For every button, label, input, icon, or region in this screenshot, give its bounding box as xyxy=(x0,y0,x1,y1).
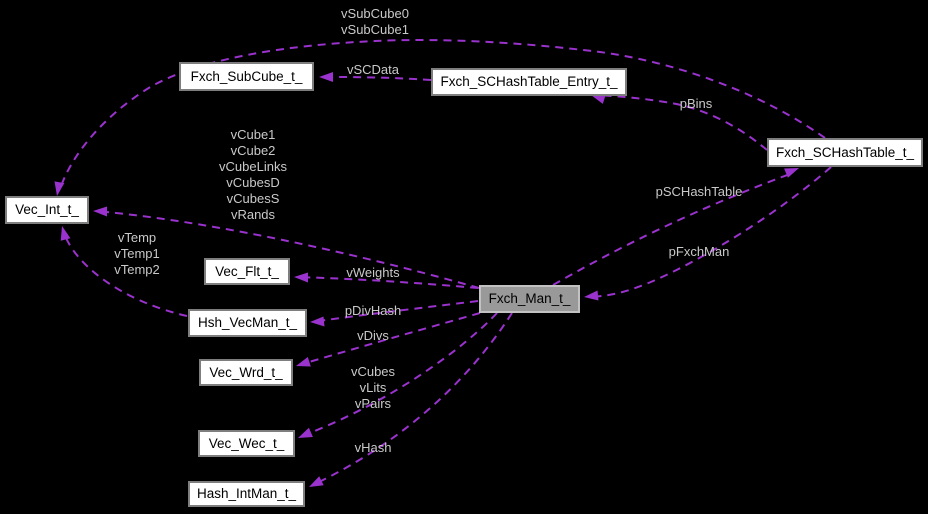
node-fxch-schashtable[interactable]: Fxch_SCHashTable_t_ xyxy=(767,138,923,167)
arrowhead-vweights xyxy=(294,272,308,283)
edge-vdivs xyxy=(308,312,481,363)
arrowhead-vdivs xyxy=(296,357,311,367)
edge-pschashtable xyxy=(552,173,791,286)
arrowhead-pbins xyxy=(591,94,606,104)
edge-pfxchman xyxy=(596,166,832,298)
node-vec-int[interactable]: Vec_Int_t_ xyxy=(5,196,89,224)
arrowhead-vcube-int xyxy=(93,206,107,217)
node-vec-wrd[interactable]: Vec_Wrd_t_ xyxy=(199,359,293,386)
arrowhead-pschashtable xyxy=(784,168,799,178)
node-hash-intman[interactable]: Hash_IntMan_t_ xyxy=(188,481,305,507)
arrowhead-vsubcube xyxy=(54,181,65,196)
arrowhead-pfxchman xyxy=(584,290,599,301)
edge-vweights xyxy=(307,276,479,289)
arrowhead-vscdata xyxy=(319,72,333,82)
node-fxch-subcube[interactable]: Fxch_SubCube_t_ xyxy=(179,62,314,91)
node-fxch-schashtable-entry[interactable]: Fxch_SCHashTable_Entry_t_ xyxy=(431,68,627,96)
edge-vtemp xyxy=(65,237,188,317)
edge-vcubes-wec xyxy=(310,312,498,434)
edge-vsubcube xyxy=(59,39,826,190)
edge-pbins xyxy=(603,94,768,151)
node-vec-wec[interactable]: Vec_Wec_t_ xyxy=(198,430,295,457)
edge-vhash xyxy=(320,312,513,482)
edge-vscdata xyxy=(332,76,432,81)
edge-vcube-int xyxy=(105,211,480,289)
arrowhead-vtemp xyxy=(60,226,71,241)
node-vec-flt[interactable]: Vec_Flt_t_ xyxy=(204,258,290,285)
arrowhead-vhash xyxy=(309,476,324,487)
node-hsh-vecman[interactable]: Hsh_VecMan_t_ xyxy=(188,309,307,337)
arrowhead-pdivhash xyxy=(310,316,325,327)
node-fxch-man[interactable]: Fxch_Man_t_ xyxy=(479,285,580,313)
edge-pdivhash xyxy=(322,300,479,322)
arrowhead-vcubes-wec xyxy=(298,427,313,438)
